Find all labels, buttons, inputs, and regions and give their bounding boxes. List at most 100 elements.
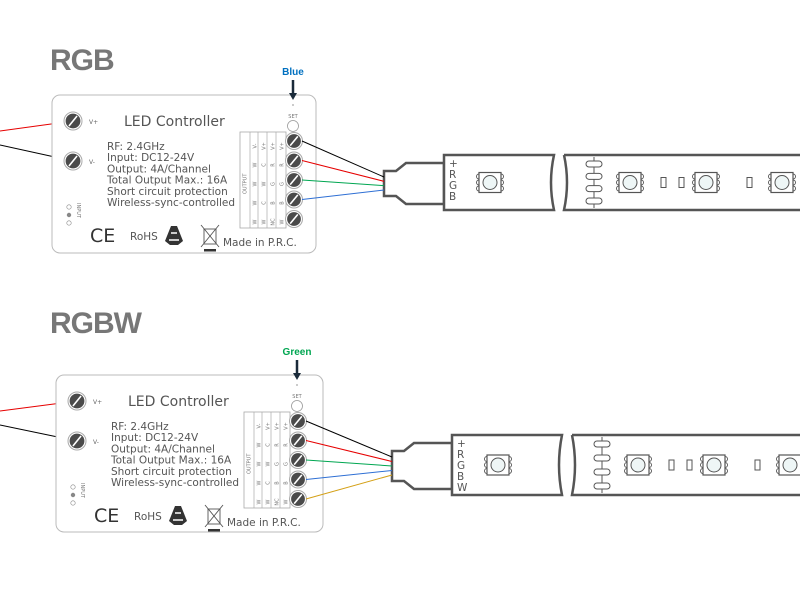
controller-title: LED Controller bbox=[128, 394, 229, 410]
led-lens bbox=[774, 175, 790, 190]
indicator-label: Green bbox=[283, 347, 312, 358]
output-wire-r bbox=[305, 440, 393, 462]
led-pad bbox=[792, 185, 796, 192]
led-pad bbox=[648, 462, 652, 468]
led-chip bbox=[692, 171, 720, 194]
weee-bin-icon bbox=[207, 508, 221, 525]
led-pad bbox=[768, 173, 772, 180]
output-pin-label: V+ bbox=[271, 142, 277, 150]
set-label: SET bbox=[288, 114, 298, 120]
input-label-negative: V- bbox=[89, 159, 95, 166]
output-screw-4 bbox=[285, 190, 303, 209]
spec-line: RF: 2.4GHz bbox=[107, 141, 165, 153]
led-indicator-dot bbox=[296, 384, 298, 386]
strip-connector bbox=[382, 161, 446, 206]
output-pin-label: W bbox=[253, 181, 259, 186]
led-pad bbox=[724, 456, 728, 462]
input-screw-negative bbox=[63, 151, 83, 171]
output-wire-b bbox=[301, 189, 385, 200]
output-pin-label: R bbox=[275, 443, 281, 447]
output-pin-label: W bbox=[253, 200, 259, 205]
led-pad bbox=[640, 173, 644, 180]
screw-slot bbox=[293, 493, 303, 505]
output-label: OUTPUT bbox=[247, 453, 253, 474]
output-wire-vplus bbox=[305, 420, 393, 458]
section-title: RGBW bbox=[50, 307, 143, 340]
input-side-label: INPUT bbox=[75, 203, 81, 219]
cut-pads bbox=[585, 157, 603, 208]
output-screw-1 bbox=[285, 132, 303, 150]
output-table bbox=[243, 411, 291, 509]
solder-pad bbox=[593, 482, 611, 490]
input-label-positive: V+ bbox=[93, 399, 102, 406]
output-label: OUTPUT bbox=[243, 173, 249, 194]
output-screw-5 bbox=[289, 490, 307, 508]
solder-pad bbox=[585, 197, 603, 205]
output-pin-label: W bbox=[262, 219, 268, 224]
resistor bbox=[754, 459, 761, 471]
indicator-label: Blue bbox=[282, 67, 304, 78]
recycle-icon-arrows bbox=[173, 512, 183, 521]
spec-line: Wireless-sync-controlled bbox=[107, 197, 235, 209]
output-screw-1 bbox=[289, 412, 307, 430]
led-pad bbox=[624, 462, 628, 468]
strip-pin-label: W bbox=[457, 482, 468, 494]
output-pin-label: R bbox=[280, 163, 286, 167]
ce-mark-icon: CE bbox=[94, 505, 119, 527]
output-pin-label: V+ bbox=[275, 422, 281, 430]
screw-slot bbox=[293, 474, 303, 485]
set-button bbox=[287, 120, 299, 132]
led-pad bbox=[776, 462, 780, 468]
led-pad bbox=[724, 468, 728, 474]
made-in-label: Made in P.R.C. bbox=[227, 517, 301, 529]
screw-slot bbox=[293, 454, 303, 466]
led-pad bbox=[500, 173, 504, 180]
resistor bbox=[686, 459, 693, 471]
screw-slot bbox=[72, 395, 82, 407]
output-pin-label: V+ bbox=[284, 422, 290, 430]
made-in-label: Made in P.R.C. bbox=[223, 237, 297, 249]
output-pin-label: NC bbox=[271, 218, 277, 226]
led-lens bbox=[782, 457, 798, 473]
led-pad bbox=[776, 456, 780, 462]
resistor bbox=[746, 177, 753, 188]
input-screw-positive bbox=[63, 111, 83, 131]
led-pad bbox=[724, 462, 728, 468]
output-pin-label: W bbox=[284, 499, 290, 504]
output-pin-label: V+ bbox=[262, 142, 268, 150]
led-pad bbox=[484, 462, 488, 468]
output-wire-w bbox=[305, 474, 393, 500]
input-positive-icon bbox=[66, 204, 72, 210]
output-pin-label: V- bbox=[253, 143, 259, 148]
spec-line: Input: DC12-24V bbox=[107, 152, 195, 164]
output-pin-label: V+ bbox=[266, 422, 272, 430]
output-pin-label: R bbox=[271, 163, 277, 167]
led-pad bbox=[616, 173, 620, 180]
output-pin-label: B bbox=[284, 481, 290, 485]
led-chip bbox=[476, 171, 504, 194]
screw-slot bbox=[68, 115, 78, 127]
output-wire-vplus bbox=[301, 140, 385, 178]
led-lens bbox=[706, 457, 722, 473]
led-pad bbox=[700, 468, 704, 474]
output-pin-label: B bbox=[280, 201, 286, 205]
output-pin-label: G bbox=[275, 462, 281, 466]
led-pad bbox=[500, 185, 504, 192]
led-pad bbox=[616, 185, 620, 192]
spec-line: Input: DC12-24V bbox=[111, 432, 199, 444]
output-pin-label: W bbox=[280, 219, 286, 224]
input-negative-icon bbox=[66, 220, 72, 226]
resistor bbox=[678, 177, 685, 188]
input-negative-icon bbox=[70, 500, 76, 506]
output-screw-2 bbox=[285, 151, 303, 170]
spec-line: Total Output Max.: 16A bbox=[106, 175, 228, 187]
led-pad bbox=[692, 185, 696, 192]
output-pin-label: G bbox=[280, 182, 286, 186]
led-lens bbox=[482, 175, 498, 190]
led-pad bbox=[508, 456, 512, 462]
spec-line: Output: 4A/Channel bbox=[111, 443, 215, 455]
output-table bbox=[239, 131, 287, 229]
strip-pin-label: R bbox=[457, 449, 464, 461]
led-chip bbox=[484, 454, 512, 476]
spec-line: Short circuit protection bbox=[111, 466, 232, 478]
